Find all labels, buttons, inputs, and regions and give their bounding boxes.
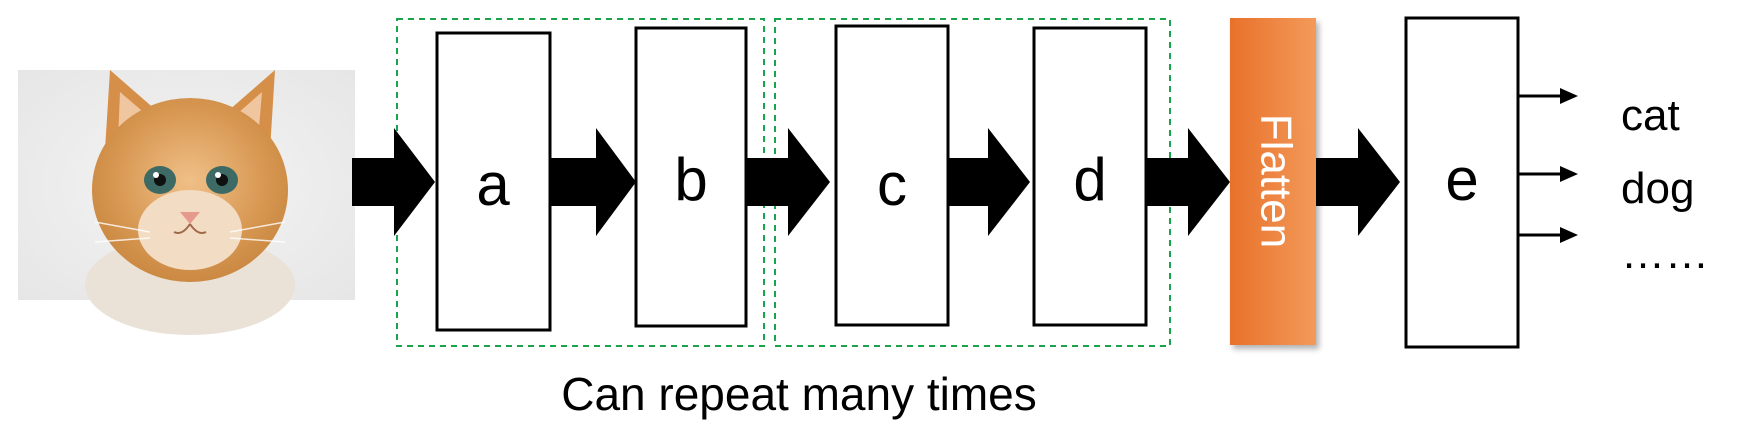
output-label-cat: cat xyxy=(1621,91,1680,140)
layer-label-d: d xyxy=(1073,146,1106,213)
flatten-layer: Flatten xyxy=(1230,18,1316,345)
layer-box-c: c xyxy=(834,24,950,327)
output-label-ellipsis: …… xyxy=(1621,229,1709,278)
layer-box-d: d xyxy=(1032,26,1148,327)
output-connectors xyxy=(1516,88,1578,243)
input-kitten-image xyxy=(18,70,355,335)
layer-label-a: a xyxy=(476,151,510,218)
arrow-d-to-flatten xyxy=(1146,128,1230,236)
flatten-label: Flatten xyxy=(1251,114,1300,249)
layer-box-b: b xyxy=(634,26,748,328)
layer-label-e: e xyxy=(1445,146,1478,213)
layer-box-e: e xyxy=(1404,16,1520,349)
arrow-input-to-a xyxy=(352,128,435,236)
arrow-c-to-d xyxy=(948,128,1030,236)
layer-box-a: a xyxy=(435,31,552,332)
layer-label-c: c xyxy=(877,151,907,218)
repeat-caption: Can repeat many times xyxy=(561,368,1037,420)
output-label-dog: dog xyxy=(1621,164,1694,213)
arrow-flatten-to-e xyxy=(1316,128,1400,236)
arrow-a-to-b xyxy=(550,128,636,236)
layer-label-b: b xyxy=(674,146,707,213)
arrow-b-to-c xyxy=(746,128,830,236)
